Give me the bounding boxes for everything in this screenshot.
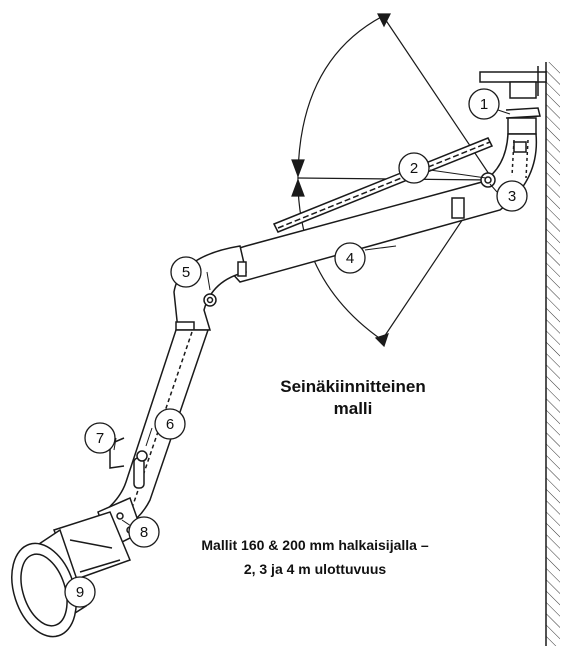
model-note: Mallit 160 & 200 mm halkaisijalla – 2, 3…	[180, 533, 450, 581]
handle	[109, 437, 148, 489]
callout-7-label: 7	[96, 430, 104, 447]
callout-2: 2	[398, 152, 430, 184]
callout-8-label: 8	[140, 524, 148, 541]
callout-4-label: 4	[346, 250, 354, 267]
callout-9-label: 9	[76, 584, 84, 601]
callout-leaders	[113, 109, 511, 527]
title-line-1: Seinäkiinnitteinen	[280, 377, 426, 396]
title-line-2: malli	[333, 399, 373, 418]
callout-5: 5	[170, 256, 202, 288]
callout-8: 8	[128, 516, 160, 548]
callout-6: 6	[154, 408, 186, 440]
callout-9: 9	[64, 576, 96, 608]
wall	[545, 62, 560, 646]
diagram-title: Seinäkiinnitteinen malli	[268, 376, 438, 420]
shoulder-joint	[451, 141, 527, 219]
lower-arm-tube	[98, 329, 210, 531]
callout-5-label: 5	[182, 264, 190, 281]
upper-arm-tube	[221, 133, 538, 283]
callout-1: 1	[468, 88, 500, 120]
note-line-2: 2, 3 ja 4 m ulottuvuus	[243, 561, 387, 577]
callout-4: 4	[334, 242, 366, 274]
callout-2-label: 2	[410, 160, 418, 177]
callout-6-label: 6	[166, 416, 174, 433]
extraction-hood	[11, 511, 131, 638]
callout-3: 3	[496, 180, 528, 212]
callout-3-label: 3	[508, 188, 516, 205]
callout-1-label: 1	[480, 96, 488, 113]
note-line-1: Mallit 160 & 200 mm halkaisijalla –	[201, 537, 429, 553]
wall-bracket	[479, 66, 547, 135]
callout-7: 7	[84, 422, 116, 454]
